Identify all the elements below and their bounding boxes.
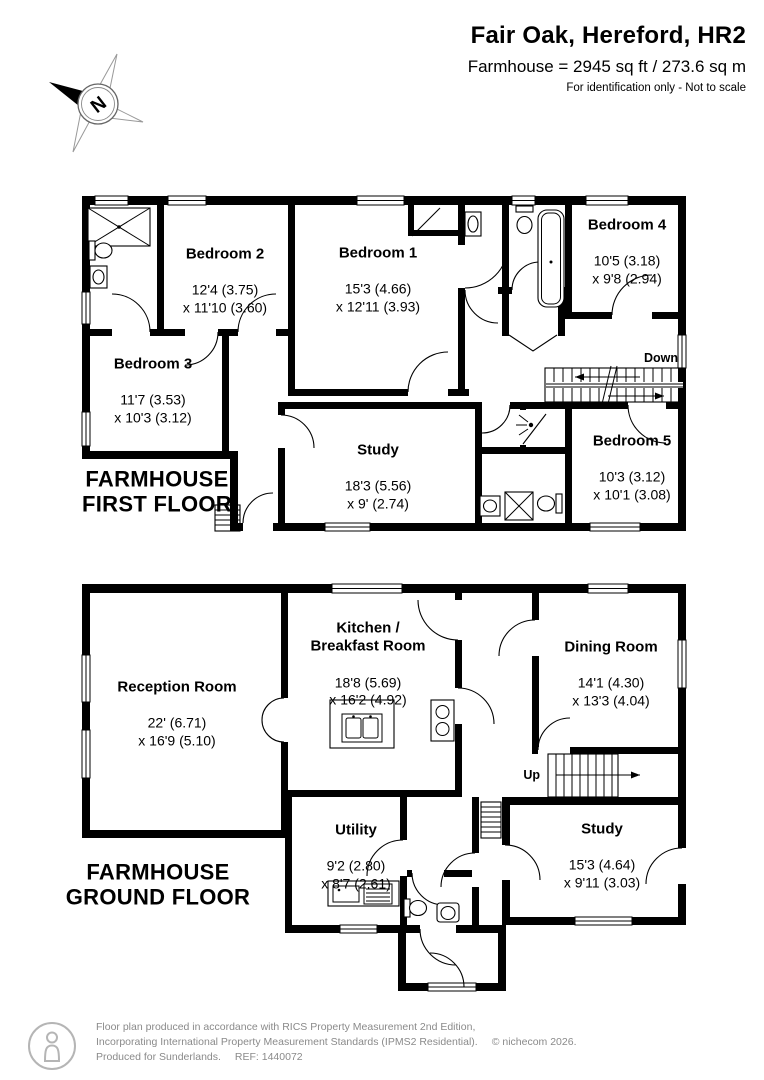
room-label-dining: Dining Room 14'1 (4.30) x 13'3 (4.04) [564,638,658,709]
first-floor-walls [81,195,687,532]
room-label-reception: Reception Room 22' (6.71) x 16'9 (5.10) [117,678,237,749]
first-floor-windows [81,195,687,532]
exterior-steps [214,504,241,532]
ground-floor-windows [81,583,687,992]
footer-text: Floor plan produced in accordance with R… [96,1020,577,1066]
first-floor-fixtures [87,205,565,521]
floor-area-line: Farmhouse = 2945 sq ft / 273.6 sq m [467,57,746,76]
room-label-bedroom-2: Bedroom 2 12'4 (3.75) x 11'10 (3.60) [182,245,268,316]
compass-icon: N [49,53,144,153]
ground-floor-fixtures [327,699,460,923]
first-floor-title: FARMHOUSE FIRST FLOOR [82,466,232,516]
footer: Floor plan produced in accordance with R… [26,1020,577,1072]
footer-line-3: Produced for Sunderlands.REF: 1440072 [96,1051,303,1064]
room-label-bedroom-3: Bedroom 3 11'7 (3.53) x 10'3 (3.12) [113,355,193,426]
first-floor-doors [111,207,667,524]
person-logo-icon [28,1022,76,1070]
ground-floor-title: FARMHOUSE GROUND FLOOR [65,859,251,909]
room-label-study-ground: Study 15'3 (4.64) x 9'11 (3.03) [563,820,641,891]
disclaimer-text: For identification only - Not to scale [566,82,746,94]
footer-line-2: Incorporating International Property Mea… [96,1036,577,1049]
reference-number: REF: 1440072 [234,1051,303,1064]
header: Fair Oak, Hereford, HR2 Farmhouse = 2945… [468,22,746,94]
stairs-up-label: Up [523,768,540,782]
ground-floor-walls [81,583,687,992]
room-label-bedroom-1: Bedroom 1 15'3 (4.66) x 12'11 (3.93) [335,244,421,315]
ground-floor-stairs [480,753,640,839]
first-floor-stairs [544,365,685,405]
stairs-down-label: Down [643,351,678,365]
room-label-bedroom-5: Bedroom 5 10'3 (3.12) x 10'1 (3.08) [592,432,672,503]
room-label-kitchen: Kitchen / Breakfast Room 18'8 (5.69) x 1… [310,619,426,708]
room-label-utility: Utility 9'2 (2.80) x 8'7 (2.61) [321,821,391,892]
copyright-text: © nichecom 2026. [491,1036,577,1049]
page-title: Fair Oak, Hereford, HR2 [470,22,746,49]
room-label-study-first: Study 18'3 (5.56) x 9' (2.74) [344,441,412,512]
room-label-bedroom-4: Bedroom 4 10'5 (3.18) x 9'8 (2.94) [587,216,667,287]
footer-line-1: Floor plan produced in accordance with R… [96,1021,476,1033]
